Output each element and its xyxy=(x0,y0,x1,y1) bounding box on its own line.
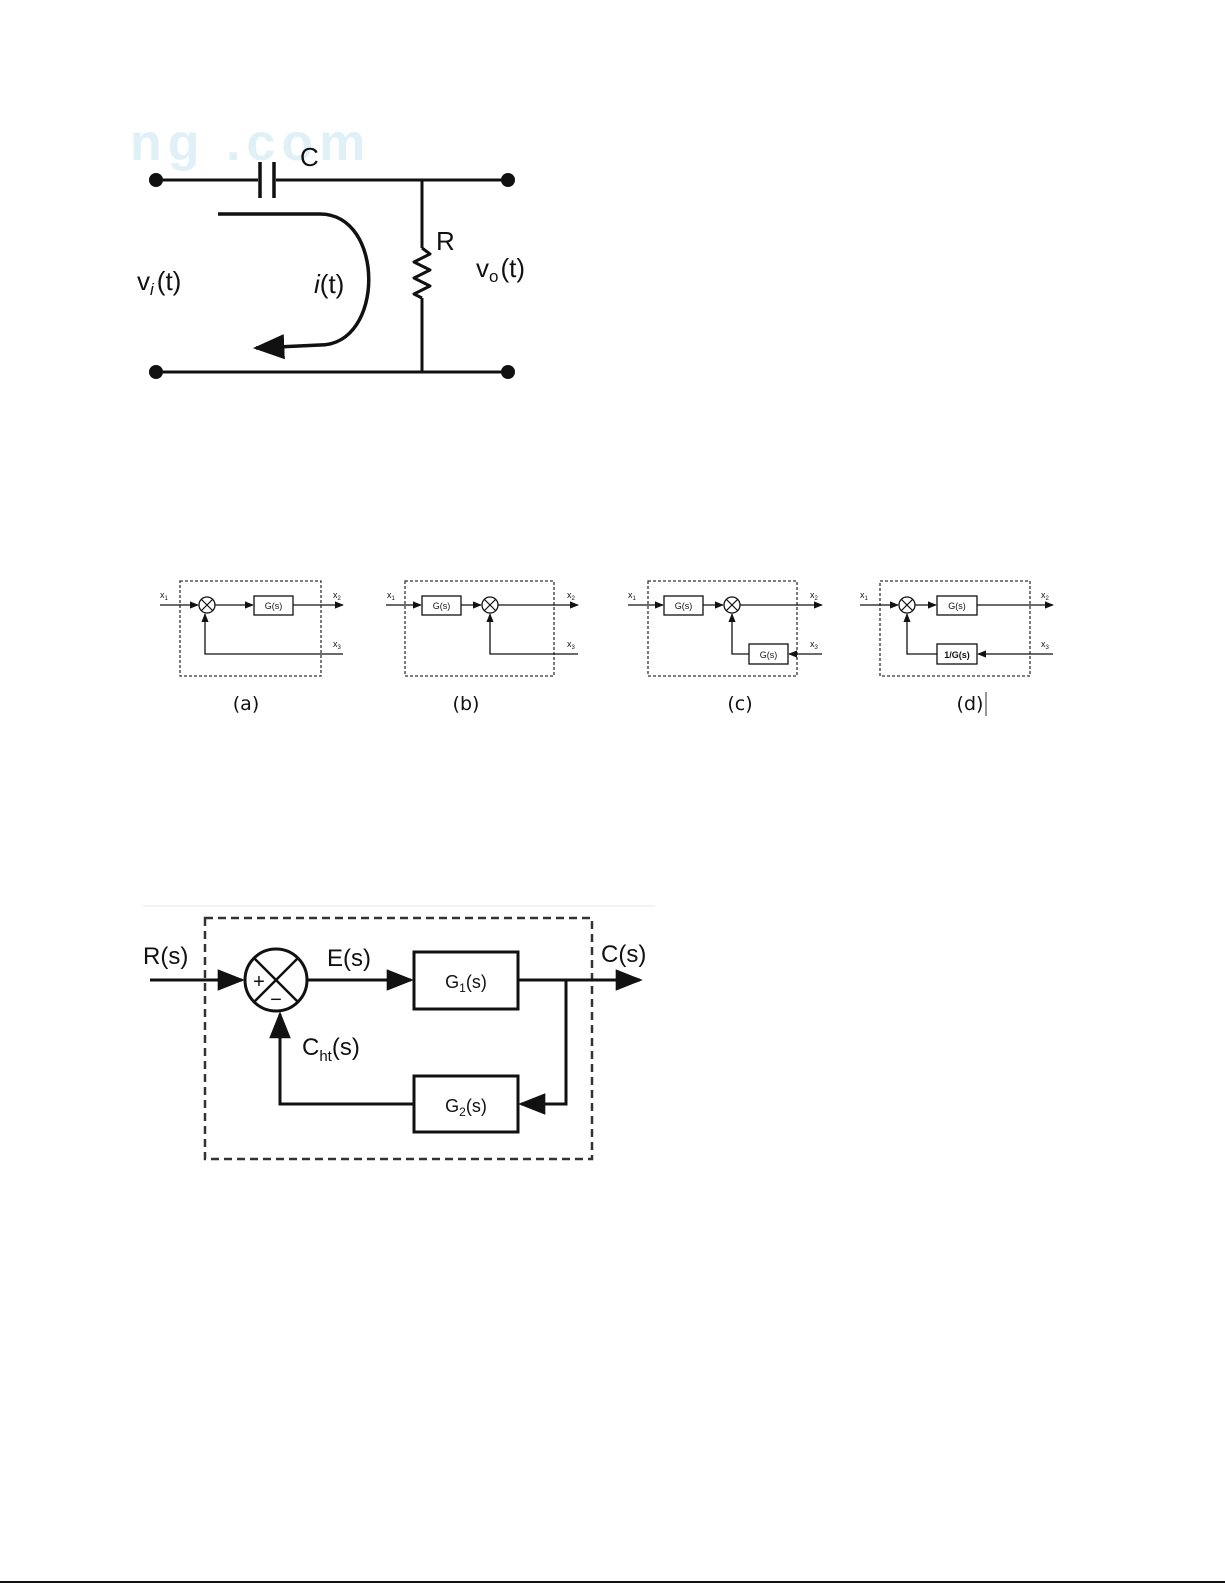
terminal-bottom-right xyxy=(501,365,515,379)
option-d-out-label: x2 xyxy=(1041,590,1050,602)
option-b-block-label: G(s) xyxy=(433,601,451,611)
output-signal-label: C(s) xyxy=(601,941,646,968)
option-a-caption: (a) xyxy=(233,693,259,715)
feedback-takeoff-line xyxy=(521,980,566,1104)
option-b-diagram: x1 G(s) x2 x3 (b) xyxy=(386,581,578,715)
option-c-out-label: x2 xyxy=(810,590,819,602)
option-c-block2-label: G(s) xyxy=(760,650,778,660)
terminal-top-right xyxy=(501,173,515,187)
option-c-summing-junction xyxy=(724,597,740,613)
option-b-side-label: x3 xyxy=(567,639,576,651)
resistor-label: R xyxy=(436,226,455,256)
option-b-feedback-line xyxy=(490,614,578,654)
option-c-caption: (c) xyxy=(727,693,752,715)
summing-junction: + − xyxy=(245,949,307,1011)
option-a-diagram: x1 G(s) x2 x3 (a) xyxy=(160,581,343,715)
resistor-zigzag xyxy=(414,248,430,298)
option-a-feedback-line xyxy=(205,614,343,654)
option-c-feedback-line xyxy=(732,614,749,654)
option-a-out-label: x2 xyxy=(333,590,342,602)
option-a-side-label: x3 xyxy=(333,639,342,651)
feedback-block-label: G2(s) xyxy=(445,1096,487,1119)
option-a-block-label: G(s) xyxy=(265,601,283,611)
option-a-in-label: x1 xyxy=(160,590,169,602)
option-b-in-label: x1 xyxy=(387,590,396,602)
feedback-system: R(s) + − E(s) G1(s) C(s) G2(s) Cht(s) xyxy=(143,906,655,1159)
terminal-top-left xyxy=(149,173,163,187)
plus-sign: + xyxy=(253,971,265,993)
option-a-summing-junction xyxy=(199,597,215,613)
option-c-in-label: x1 xyxy=(628,590,637,602)
circuit-watermark: ng .com xyxy=(130,114,371,172)
option-b-summing-junction xyxy=(482,597,498,613)
input-signal-label: R(s) xyxy=(143,943,188,970)
input-voltage-label: vi(t) xyxy=(137,266,181,299)
output-voltage-label: vo(t) xyxy=(476,253,525,286)
feedback-signal-label: Cht(s) xyxy=(302,1034,360,1065)
current-label: i(t) xyxy=(314,269,344,299)
option-d-block-label: G(s) xyxy=(948,601,966,611)
option-d-side-label: x3 xyxy=(1041,639,1050,651)
option-d-summing-junction xyxy=(899,597,915,613)
option-d-diagram: x1 G(s) x2 x3 1/G(s) (d) xyxy=(860,581,1053,716)
option-d-block2-label: 1/G(s) xyxy=(944,650,970,660)
option-c-side-label: x3 xyxy=(810,639,819,651)
minus-sign: − xyxy=(270,989,282,1011)
option-c-diagram: x1 G(s) x2 x3 G(s) (c) xyxy=(628,581,822,715)
option-d-feedback-line xyxy=(907,614,937,654)
option-c-block-label: G(s) xyxy=(675,601,693,611)
option-d-caption: (d) xyxy=(957,693,984,715)
capacitor-label: C xyxy=(300,142,319,172)
option-b-boundary xyxy=(405,581,554,676)
option-a-boundary xyxy=(180,581,321,676)
option-b-out-label: x2 xyxy=(567,590,576,602)
current-loop-arrow xyxy=(218,214,369,348)
forward-block-label: G1(s) xyxy=(445,972,487,995)
option-d-in-label: x1 xyxy=(860,590,869,602)
option-b-caption: (b) xyxy=(453,693,480,715)
rc-circuit: ng .com C R vi(t) i(t) vo(t) xyxy=(130,114,525,379)
error-signal-label: E(s) xyxy=(327,945,371,972)
terminal-bottom-left xyxy=(149,365,163,379)
